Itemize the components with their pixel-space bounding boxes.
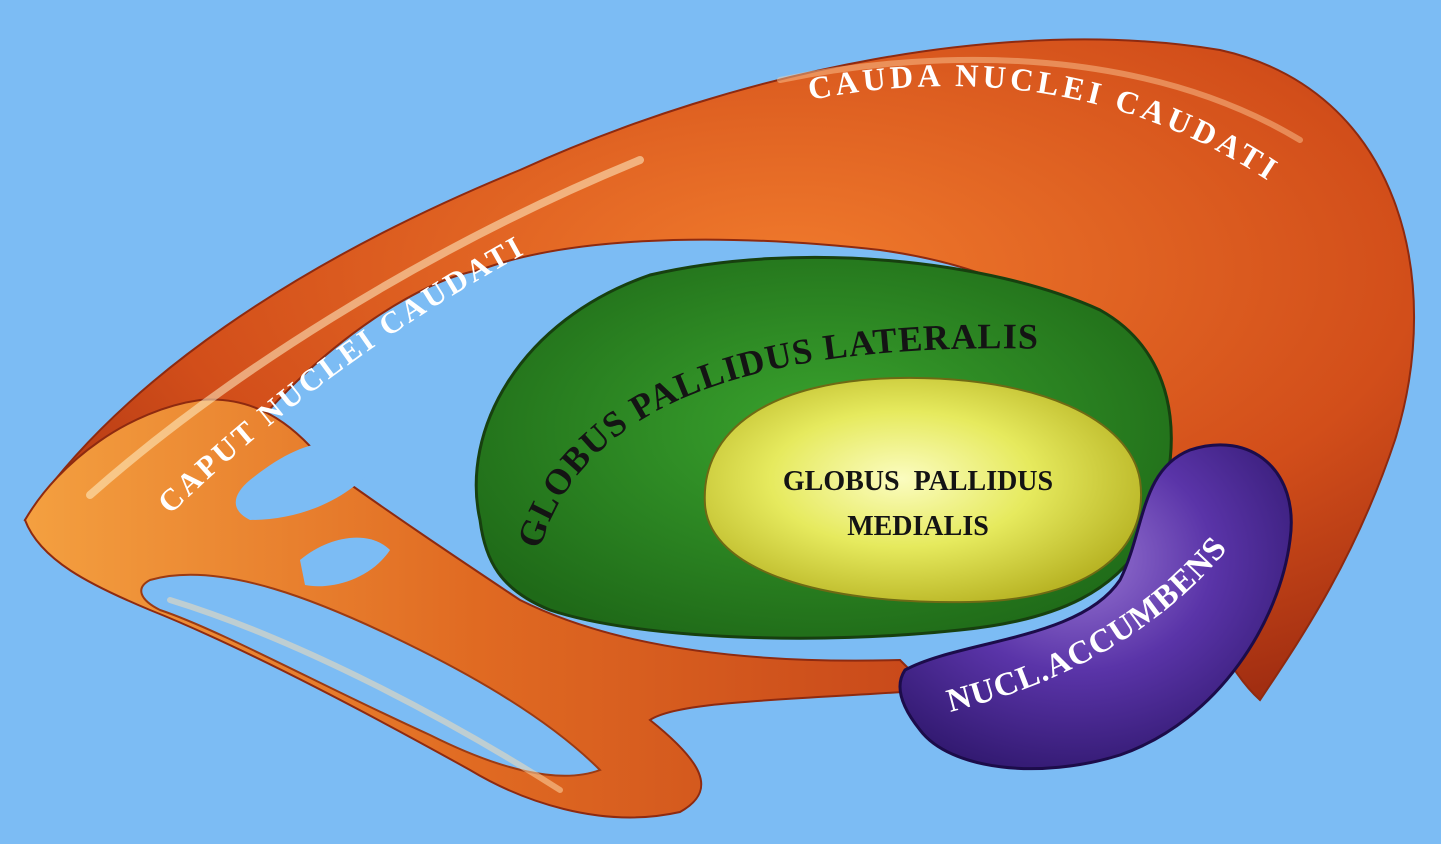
globus-pallidus-medialis-label-line1: GLOBUS PALLIDUS [783, 466, 1053, 497]
globus-pallidus-medialis-label-line2: MEDIALIS [847, 511, 989, 542]
